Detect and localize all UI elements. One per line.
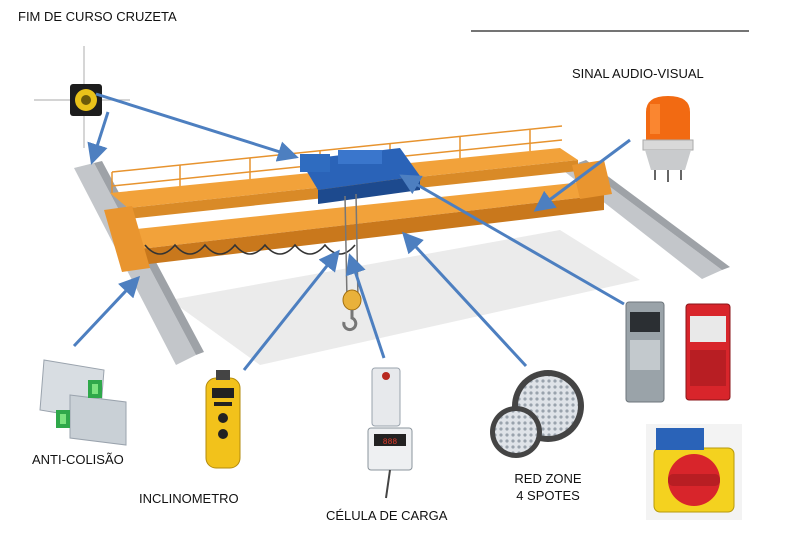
arrow-relays-to-trolley (399, 174, 625, 306)
label-red-zone: RED ZONE 4 SPOTES (509, 470, 587, 504)
svg-text:888: 888 (383, 438, 398, 447)
arrow-anti-collision-to-truck (72, 275, 141, 348)
label-sinal-audio-visual: SINAL AUDIO-VISUAL (572, 66, 704, 81)
inclinometer-icon (205, 370, 241, 469)
pointer-arrows (72, 92, 631, 371)
red-zone-spotlight-icon (490, 370, 584, 458)
arrow-load-cell-to-hook (345, 253, 386, 359)
front-girder (118, 181, 604, 250)
right-end-truck (572, 160, 612, 199)
beacon-light-icon (642, 96, 694, 182)
festoon-cable (144, 243, 356, 255)
limit-switch-icon (34, 46, 130, 148)
label-red-zone-line2: 4 SPOTES (516, 488, 580, 503)
label-anti-colisao: ANTI-COLISÃO (32, 452, 124, 467)
arrow-red-zone-to-girder (401, 231, 528, 368)
left-end-truck (104, 206, 150, 272)
arrow-beacon-to-girder (533, 138, 631, 212)
trolley (300, 148, 420, 204)
anti-collision-sensor-icon (39, 359, 127, 446)
floor-shadow (170, 230, 640, 365)
rotary-switch-icon (646, 424, 742, 520)
arrow-inclinometer-to-girder (242, 249, 340, 371)
arrow-limit-switch-to-rail (87, 111, 110, 165)
label-celula-de-carga: CÉLULA DE CARGA (326, 508, 448, 523)
load-cell-icon: 888 (367, 367, 413, 499)
label-inclinometro: INCLINOMETRO (139, 491, 239, 506)
relay-modules-icon (625, 301, 731, 403)
arrow-limit-switch-to-trolley (95, 92, 299, 162)
label-fim-de-curso: FIM DE CURSO CRUZETA (18, 9, 177, 24)
label-red-zone-line1: RED ZONE (514, 471, 582, 486)
